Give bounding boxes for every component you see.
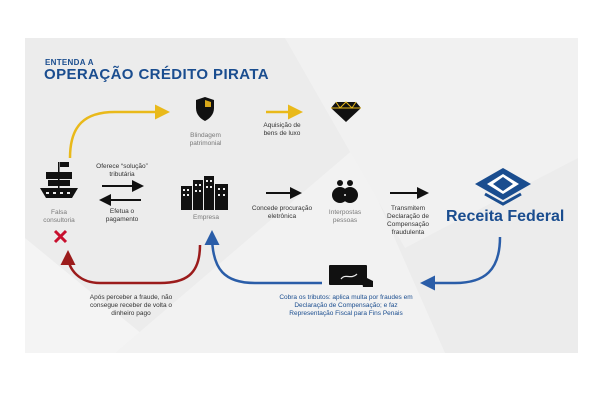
label-shielding: Blindagem patrimonial [189, 132, 222, 147]
arrow-receita-to-document [420, 236, 502, 291]
buildings-icon [181, 176, 228, 210]
label-fake-consultancy: Falsa consultoria [43, 209, 75, 224]
label-luxury: Aquisição de bens de luxo [263, 122, 301, 137]
label-fraud: Após perceber a fraude, não consegue rec… [89, 294, 173, 317]
pirate-ship-icon [40, 162, 78, 198]
label-proxy: Concede procuração eletrônica [251, 205, 313, 220]
header-kicker: ENTENDA A [45, 58, 94, 67]
arrow-document-to-company [204, 230, 322, 285]
page-title: OPERAÇÃO CRÉDITO PIRATA [44, 66, 270, 83]
arrow-company-to-cross [60, 244, 202, 285]
cross-icon [53, 229, 68, 244]
shield-icon [196, 97, 214, 121]
diamond-icon [331, 101, 361, 122]
label-company: Empresa [192, 214, 219, 221]
receita-federal-wordmark: Receita Federal [446, 208, 565, 225]
label-payment: Efetua o pagamento [105, 208, 139, 223]
label-charge: Cobra os tributos: aplica multa por frau… [279, 294, 413, 317]
label-intermediaries: Interpostas pessoas [328, 209, 362, 224]
label-transmit: Transmitem Declaração de Compensação fra… [387, 205, 429, 236]
people-icon [332, 180, 358, 203]
document-hand-icon [329, 265, 373, 287]
receita-federal-logo [475, 168, 531, 206]
arrow-consultancy-to-shielding [68, 104, 170, 159]
label-offer: Oferece “solução” tributária [96, 163, 148, 178]
